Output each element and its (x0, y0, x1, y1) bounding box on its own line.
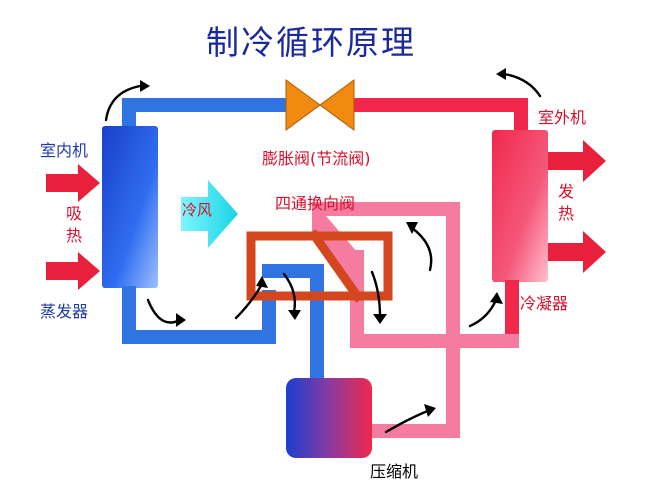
arrowhead-icon (373, 314, 387, 324)
arrowhead-icon (496, 68, 506, 80)
release-heat-label-2: 热 (558, 204, 575, 223)
flow-arrow-icon (282, 272, 297, 314)
four-way-valve-label: 四通换向阀 (275, 194, 356, 213)
release-heat-label-1: 发 (558, 182, 575, 201)
condenser-label: 冷凝器 (520, 294, 569, 313)
flow-arrow-icon (502, 72, 542, 98)
compressor-label: 压缩机 (370, 462, 419, 481)
heat-in-arrow-bottom-icon (46, 252, 100, 290)
outdoor-unit-label: 室外机 (538, 108, 587, 127)
evaporator-label: 蒸发器 (40, 302, 89, 321)
heat-in-arrows (46, 164, 100, 290)
flow-arrow-icon (468, 298, 498, 328)
arrowhead-icon (406, 222, 418, 234)
expansion-valve-icon (285, 79, 355, 131)
arrowhead-icon (424, 404, 436, 417)
condenser-unit (492, 130, 548, 282)
flow-arrow-icon (370, 270, 382, 318)
cold-air-arrow-icon (181, 180, 238, 248)
top-liquid-pipe (122, 98, 528, 130)
flow-arrow-icon (410, 226, 433, 272)
flow-arrowheads (140, 68, 506, 417)
heat-out-arrow-top-icon (548, 140, 606, 182)
heat-in-arrow-top-icon (46, 164, 100, 202)
arrowhead-icon (490, 292, 503, 304)
heat-out-arrow-bottom-icon (548, 231, 606, 273)
evaporator-unit (102, 126, 158, 288)
arrowhead-icon (256, 276, 268, 288)
four-way-valve-slider (308, 229, 364, 303)
diagram-title: 制冷循环原理 (206, 23, 416, 62)
expansion-valve-label: 膨胀阀(节流阀) (262, 149, 371, 168)
flow-arrow-icon (234, 282, 264, 320)
discharge-pipe (312, 202, 519, 438)
absorb-heat-label-1: 吸 (66, 204, 83, 223)
flow-arrow-icon (146, 298, 182, 324)
absorb-heat-label-2: 热 (66, 226, 83, 245)
heat-out-arrows (548, 140, 606, 273)
cold-air-label: 冷风 (182, 201, 213, 219)
arrowhead-icon (288, 310, 301, 320)
indoor-unit-label: 室内机 (40, 141, 89, 160)
compressor-unit (286, 378, 372, 458)
arrowhead-icon (176, 313, 186, 327)
arrowhead-icon (140, 80, 150, 92)
flow-arrow-icon (104, 84, 142, 122)
